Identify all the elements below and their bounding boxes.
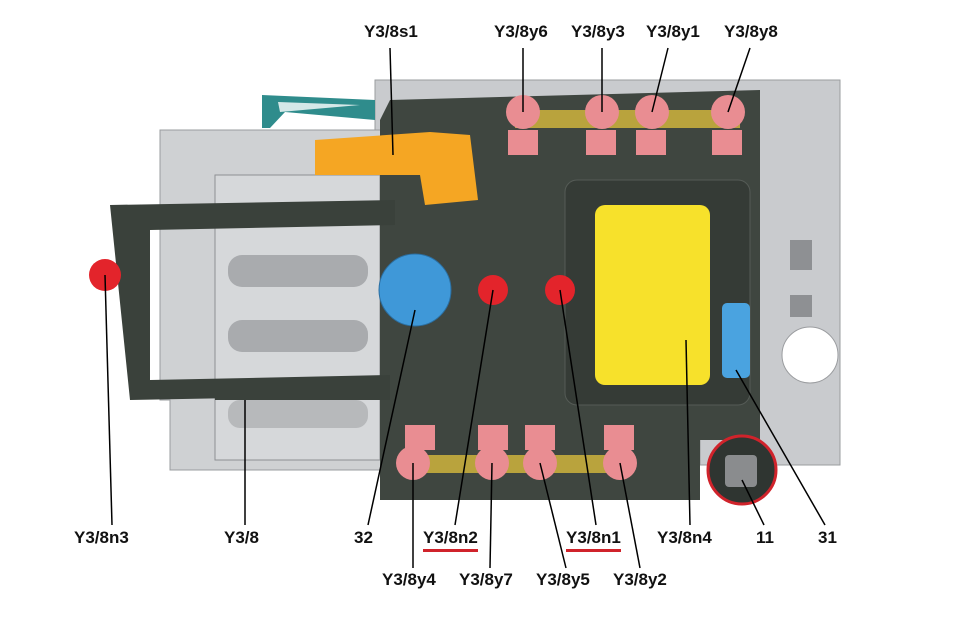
label-y3-8s1: Y3/8s1 bbox=[364, 22, 418, 41]
y3-8n4-part bbox=[595, 205, 710, 385]
label-y3-8n3: Y3/8n3 bbox=[74, 528, 129, 547]
label-y3-8y8: Y3/8y8 bbox=[724, 22, 778, 41]
leader-lines bbox=[104, 47, 826, 569]
label-y3-8y7: Y3/8y7 bbox=[459, 570, 513, 589]
label-y3-8y3: Y3/8y3 bbox=[571, 22, 625, 41]
label-y3-8y5: Y3/8y5 bbox=[536, 570, 590, 589]
label-y3-8n1: Y3/8n1 bbox=[566, 528, 621, 552]
selector-lever bbox=[262, 95, 375, 128]
label-y3-8y1: Y3/8y1 bbox=[646, 22, 700, 41]
label-y3-8n2: Y3/8n2 bbox=[423, 528, 478, 552]
label-y3-8: Y3/8 bbox=[224, 528, 259, 547]
label-y3-8y6: Y3/8y6 bbox=[494, 22, 548, 41]
part-32-blue bbox=[378, 253, 452, 327]
label-y3-8y2: Y3/8y2 bbox=[613, 570, 667, 589]
label-y3-8y4: Y3/8y4 bbox=[382, 570, 436, 589]
part-31-blue bbox=[722, 303, 750, 378]
label-y3-8n4: Y3/8n4 bbox=[657, 528, 712, 547]
label-32: 32 bbox=[354, 528, 373, 547]
label-31: 31 bbox=[818, 528, 837, 547]
label-11: 11 bbox=[756, 528, 774, 547]
y3-8s1-part bbox=[315, 132, 478, 205]
